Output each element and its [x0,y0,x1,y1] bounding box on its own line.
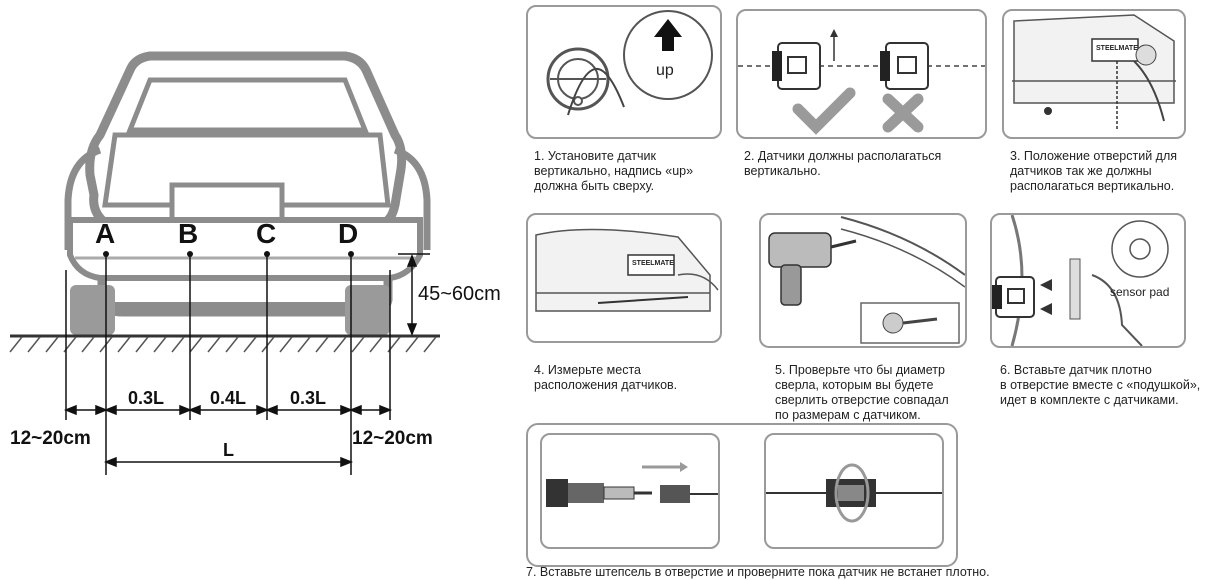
cross-icon [882,93,924,133]
car-rear-drawing [9,51,440,475]
sensor-label-d: D [338,218,359,249]
sensor-label-a: A [95,218,116,249]
sensor-vertical-illustration [738,29,985,135]
segment-label-3: 0.3L [290,388,327,408]
side-label-right: 12~20cm [352,428,433,449]
sensor-label-c: C [256,218,277,249]
step-7-twist-panel [764,433,944,549]
plug-twist-illustration [766,463,942,523]
total-length-label: L [223,440,234,460]
step-4-caption: 4. Измерьте места расположения датчиков. [534,363,678,392]
step-3-panel: STEELMATE [1002,9,1186,139]
step-1-caption: 1. Установите датчик вертикально, надпис… [534,149,694,193]
step-4-panel: STEELMATE [526,213,722,343]
side-label-left: 12~20cm [10,428,91,449]
step-6-panel: sensor pad [990,213,1186,348]
drill-illustration [768,216,965,344]
step-7-plug-panel [540,433,720,549]
step-5-caption: 5. Проверьте что бы диаметр сверла, кото… [775,363,949,422]
up-label: up [656,62,674,79]
checkmark-icon [792,87,856,135]
measure-positions-illustration [535,228,719,312]
height-label: 45~60cm [418,283,501,305]
step-7-panel [526,423,958,567]
sensor-pad-label: sensor pad [1110,285,1170,299]
segment-label-2: 0.4L [210,388,247,408]
sensor-pad-illustration [992,215,1169,346]
license-plate-text-2: STEELMATE [632,260,674,267]
sensor-up-illustration [546,10,713,116]
step-2-panel [736,9,987,139]
step-5-panel [759,213,967,348]
segment-label-1: 0.3L [128,388,165,408]
car-installation-diagram: A B C D 45~60cm 0.3L 0.4L 0.3L 12~20cm 1… [0,0,520,580]
step-2-caption: 2. Датчики должны располагаться вертикал… [744,149,942,178]
sensor-label-b: B [178,218,199,249]
step-7-caption: 7. Вставьте штепсель в отверстие и прове… [526,565,990,579]
step-6-caption: 6. Вставьте датчик плотно в отверстие вм… [1000,363,1201,407]
plug-insert-illustration [546,462,718,507]
step-3-caption: 3. Положение отверстий для датчиков так … [1010,149,1178,193]
license-plate-text: STEELMATE [1096,45,1138,52]
step-1-panel: up [526,5,722,139]
drilling-position-illustration [1012,14,1176,129]
